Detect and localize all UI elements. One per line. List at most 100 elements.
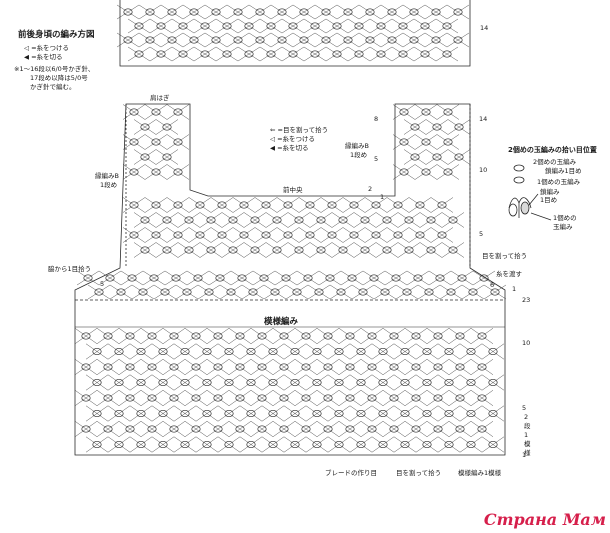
- puff-stitch: [103, 425, 113, 433]
- chain-lines: [122, 197, 146, 213]
- puff-stitch: [145, 8, 155, 16]
- puff-stitch: [272, 246, 282, 254]
- chain-lines: [195, 343, 219, 360]
- chain-lines: [197, 284, 221, 300]
- puff-stitch: [103, 363, 113, 371]
- puff-stitch: [283, 231, 293, 239]
- chain-lines: [87, 284, 111, 300]
- chain-lines: [375, 242, 399, 258]
- chain-lines: [138, 4, 162, 20]
- puff-stitch: [360, 216, 370, 224]
- chain-lines: [208, 270, 232, 286]
- puff-stitch: [376, 22, 386, 30]
- puff-stitch: [411, 394, 421, 402]
- chain-lines: [226, 4, 250, 20]
- puff-stitch: [277, 8, 287, 16]
- puff-stitch: [389, 425, 399, 433]
- puff-stitch: [399, 168, 409, 176]
- puff-stitch: [301, 363, 311, 371]
- chain-lines: [292, 4, 316, 20]
- chain-lines: [265, 212, 289, 228]
- chain-lines: [373, 284, 397, 300]
- puff-stitch: [250, 246, 260, 254]
- chain-lines: [162, 421, 186, 437]
- chain-lines: [397, 212, 421, 228]
- chain-lines: [426, 390, 450, 406]
- puff-stitch: [184, 216, 194, 224]
- puff-stitch: [255, 8, 265, 16]
- note-line-3: かぎ針で編む。: [30, 83, 76, 91]
- chain-lines: [483, 284, 507, 300]
- puff-stitch: [292, 288, 302, 296]
- puff-stitch: [217, 201, 227, 209]
- puff-stitch: [387, 36, 397, 44]
- chain-lines: [481, 405, 505, 422]
- chain-lines: [364, 227, 388, 243]
- chain-lines: [193, 46, 217, 62]
- chain-lines: [292, 32, 316, 48]
- row-number-2: 2: [368, 185, 373, 193]
- chain-lines: [481, 343, 505, 360]
- chain-lines: [259, 46, 283, 62]
- puff-stitch: [193, 274, 203, 282]
- puff-stitch: [382, 246, 392, 254]
- puff-stitch: [321, 36, 331, 44]
- chain-lines: [210, 227, 234, 243]
- chain-lines: [144, 197, 168, 213]
- puff-stitch: [338, 216, 348, 224]
- puff-stitch: [301, 332, 311, 340]
- puff-stitch: [151, 108, 161, 116]
- puff-stitch: [239, 231, 249, 239]
- chain-lines: [481, 436, 505, 453]
- puff-stitch: [248, 288, 258, 296]
- puff-stitch: [279, 363, 289, 371]
- puff-stitch: [189, 36, 199, 44]
- puff-stitch: [356, 378, 366, 387]
- legend-mid-skip: ⇐ =目を割って拾う: [270, 126, 329, 134]
- chain-lines: [382, 359, 406, 375]
- chain-lines: [437, 343, 461, 360]
- puff-stitch: [410, 123, 420, 131]
- chain-lines: [342, 197, 366, 213]
- puff-stitch: [334, 347, 344, 356]
- puff-stitch: [202, 378, 212, 387]
- row-number-10b: 10: [522, 339, 531, 347]
- puff-stitch: [393, 201, 403, 209]
- puff-stitch: [288, 22, 298, 30]
- puff-stitch: [453, 8, 463, 16]
- puff-stitch: [413, 274, 423, 282]
- chain-lines: [144, 134, 168, 150]
- chain-lines: [217, 374, 241, 391]
- puff-stitch: [94, 288, 104, 296]
- chain-lines: [252, 270, 276, 286]
- puff-stitch: [321, 8, 331, 16]
- chain-lines: [287, 212, 311, 228]
- chain-lines: [232, 227, 256, 243]
- puff-stitch: [356, 347, 366, 356]
- puff-stitch: [129, 138, 139, 146]
- puff-stitch: [367, 332, 377, 340]
- chain-lines: [353, 242, 377, 258]
- puff-stitch: [167, 8, 177, 16]
- chain-lines: [248, 32, 272, 48]
- puff-stitch: [92, 440, 102, 449]
- neck-b-left-2: 1段め: [100, 181, 118, 189]
- chain-lines: [362, 270, 386, 286]
- chain-lines: [85, 343, 109, 360]
- puff-stitch: [299, 8, 309, 16]
- chain-lines: [403, 149, 427, 165]
- chain-lines: [393, 436, 417, 453]
- puff-stitch: [305, 201, 315, 209]
- puff-stitch: [204, 288, 214, 296]
- puff-stitch: [411, 363, 421, 371]
- puff-stitch: [222, 22, 232, 30]
- chain-lines: [151, 436, 175, 453]
- chain-lines: [402, 32, 426, 48]
- chain-lines: [144, 164, 168, 180]
- puff-stitch: [228, 246, 238, 254]
- chain-lines: [436, 104, 460, 120]
- puff-stitch: [195, 201, 205, 209]
- chain-lines: [414, 104, 438, 120]
- puff-stitch: [250, 216, 260, 224]
- chain-lines: [206, 421, 230, 437]
